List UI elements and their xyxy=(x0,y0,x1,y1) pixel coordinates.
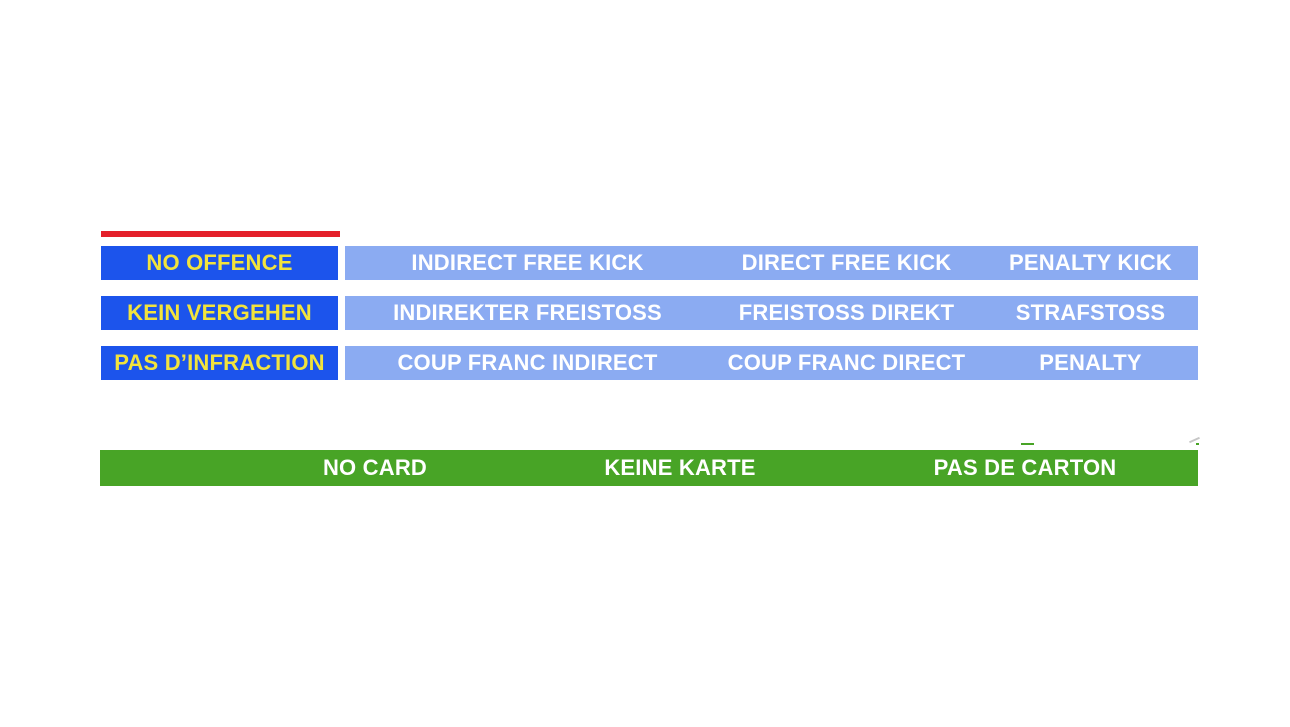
indirect-free-kick-label-english: INDIRECT FREE KICK xyxy=(411,250,644,275)
direct-free-kick-label-english: DIRECT FREE KICK xyxy=(741,250,952,275)
indirect-free-kick-label-french: COUP FRANC INDIRECT xyxy=(397,350,658,375)
sanction-band-german: INDIREKTER FREISTOSS FREISTOSS DIREKT ST… xyxy=(345,296,1198,330)
table-row-english: NO OFFENCE INDIRECT FREE KICK DIRECT FRE… xyxy=(0,246,1290,280)
table-row-german: KEIN VERGEHEN INDIREKTER FREISTOSS FREIS… xyxy=(0,296,1290,330)
no-offence-cell-german: KEIN VERGEHEN xyxy=(101,296,338,330)
sanction-band-french: COUP FRANC INDIRECT COUP FRANC DIRECT PE… xyxy=(345,346,1198,380)
red-accent-bar xyxy=(101,231,340,237)
stray-green-tick-artifact xyxy=(1021,443,1034,445)
penalty-kick-label-german: STRAFSTOSS xyxy=(1015,300,1166,325)
direct-free-kick-label-french: COUP FRANC DIRECT xyxy=(727,350,966,375)
table-row-french: PAS D’INFRACTION COUP FRANC INDIRECT COU… xyxy=(0,346,1290,380)
no-offence-cell-french: PAS D’INFRACTION xyxy=(101,346,338,380)
no-offence-cell-english: NO OFFENCE xyxy=(101,246,338,280)
penalty-kick-label-english: PENALTY KICK xyxy=(1009,250,1172,275)
no-card-label-german: KEINE KARTE xyxy=(604,455,756,480)
no-card-label-french: PAS DE CARTON xyxy=(933,455,1117,480)
no-card-bar: NO CARD KEINE KARTE PAS DE CARTON xyxy=(100,450,1198,486)
indirect-free-kick-label-german: INDIREKTER FREISTOSS xyxy=(393,300,662,325)
sanction-band-english: INDIRECT FREE KICK DIRECT FREE KICK PENA… xyxy=(345,246,1198,280)
direct-free-kick-label-german: FREISTOSS DIREKT xyxy=(738,300,955,325)
stray-green-dot-artifact xyxy=(1196,443,1199,445)
no-card-label-english: NO CARD xyxy=(322,455,428,480)
penalty-kick-label-french: PENALTY xyxy=(1039,350,1142,375)
